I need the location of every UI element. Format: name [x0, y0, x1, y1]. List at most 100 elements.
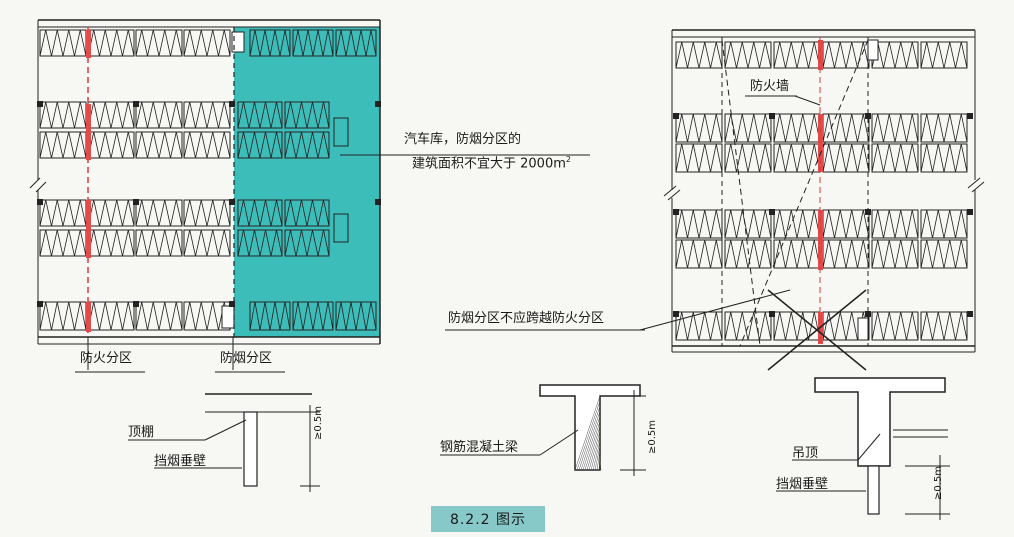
smoke-curtain-section [243, 411, 258, 487]
stall-marking [135, 29, 183, 57]
stall-marking [39, 229, 87, 257]
stall-marking [724, 239, 772, 269]
structural-column [967, 113, 973, 119]
stall-marking [183, 101, 231, 129]
stall-marking [822, 239, 870, 269]
stall-marking [39, 199, 87, 227]
stall-marking [135, 301, 183, 331]
stall-marking [871, 41, 919, 69]
smoke-zone-area [234, 27, 380, 337]
stall-marking [249, 29, 291, 57]
stall-marking [920, 311, 968, 341]
structural-column [673, 209, 679, 215]
leader-line [857, 433, 881, 461]
structural-column [229, 301, 235, 307]
stall-marking [724, 41, 772, 69]
smoke-curtain-section [867, 465, 880, 515]
smoke-curtain-label-2: 挡烟垂壁 [776, 477, 829, 492]
stall-marking [87, 229, 135, 257]
stall-marking [675, 113, 723, 143]
stall-marking [822, 41, 870, 69]
dimension-label-3: ≥0.5m [933, 465, 944, 500]
stall-marking [183, 229, 231, 257]
rc-beam-label: 钢筋混凝土梁 [440, 440, 519, 455]
structural-column [375, 199, 381, 205]
stall-marking [773, 209, 821, 239]
stall-marking [135, 229, 183, 257]
hatch [580, 410, 601, 471]
ramp-box [333, 213, 349, 243]
stall-marking [675, 311, 723, 341]
structural-column [769, 209, 775, 215]
diagonal-dashed [739, 39, 869, 347]
structural-column [37, 301, 43, 307]
fire-wall-segment [86, 30, 91, 58]
stall-marking [920, 41, 968, 69]
stall-marking [871, 143, 919, 173]
stall-marking [773, 311, 821, 341]
dimension-label-1: ≥0.5m [313, 405, 324, 440]
stall-marking [87, 101, 135, 129]
stall-marking [920, 239, 968, 269]
stall-marking [773, 113, 821, 143]
ramp-box [333, 117, 349, 147]
structural-column [133, 101, 139, 107]
stair-icon [221, 305, 235, 329]
structural-column [133, 301, 139, 307]
structural-column [375, 101, 381, 107]
stall-marking [87, 301, 135, 331]
stall-marking [724, 143, 772, 173]
smoke-zone-label: 防烟分区 [220, 351, 273, 366]
suspended-ceiling-label: 吊顶 [792, 446, 819, 461]
leader-line [204, 419, 247, 441]
stall-marking [335, 301, 377, 331]
break-mark [29, 177, 47, 193]
structural-column [967, 209, 973, 215]
stall-marking [284, 199, 330, 227]
structural-column [673, 113, 679, 119]
hatch [596, 450, 601, 471]
stall-marking [724, 311, 772, 341]
fire-wall-segment [818, 40, 823, 70]
hatch [598, 455, 601, 471]
structural-column [769, 311, 775, 317]
ceiling-label: 顶棚 [128, 425, 155, 440]
stall-marking [183, 131, 231, 159]
stall-marking [335, 29, 377, 57]
structural-column [133, 199, 139, 205]
stall-marking [773, 239, 821, 269]
stall-marking [39, 101, 87, 129]
stall-marking [39, 131, 87, 159]
garage-note-line-1: 汽车库，防烟分区的 [404, 132, 522, 147]
stall-marking [724, 209, 772, 239]
stall-marking [920, 113, 968, 143]
hatch [576, 400, 601, 471]
garage-note-line-2: 建筑面积不宜大于 2000m2 [412, 156, 571, 171]
stall-marking [871, 311, 919, 341]
stair-icon [231, 31, 245, 53]
rc-beam-section [814, 377, 946, 467]
no-cross-label: 防烟分区不应跨越防火分区 [448, 311, 605, 326]
figure-caption: 8.2.2 图示 [431, 506, 545, 532]
hatch [574, 395, 601, 471]
stall-marking [284, 101, 330, 129]
stall-marking [675, 209, 723, 239]
stall-marking [871, 113, 919, 143]
stall-marking [39, 301, 87, 331]
stall-marking [135, 199, 183, 227]
structural-column [769, 113, 775, 119]
structural-column [865, 113, 871, 119]
stall-marking [284, 229, 330, 257]
leader-line [539, 429, 579, 456]
hatch [584, 420, 601, 471]
stall-marking [920, 143, 968, 173]
leader-line [639, 289, 791, 331]
hatch [588, 430, 601, 471]
stall-marking [675, 239, 723, 269]
stall-marking [183, 29, 231, 57]
break-mark [967, 177, 985, 193]
fire-wall-segment [86, 200, 91, 258]
stall-marking [87, 199, 135, 227]
stair-icon [857, 317, 869, 341]
hatch [578, 405, 601, 471]
